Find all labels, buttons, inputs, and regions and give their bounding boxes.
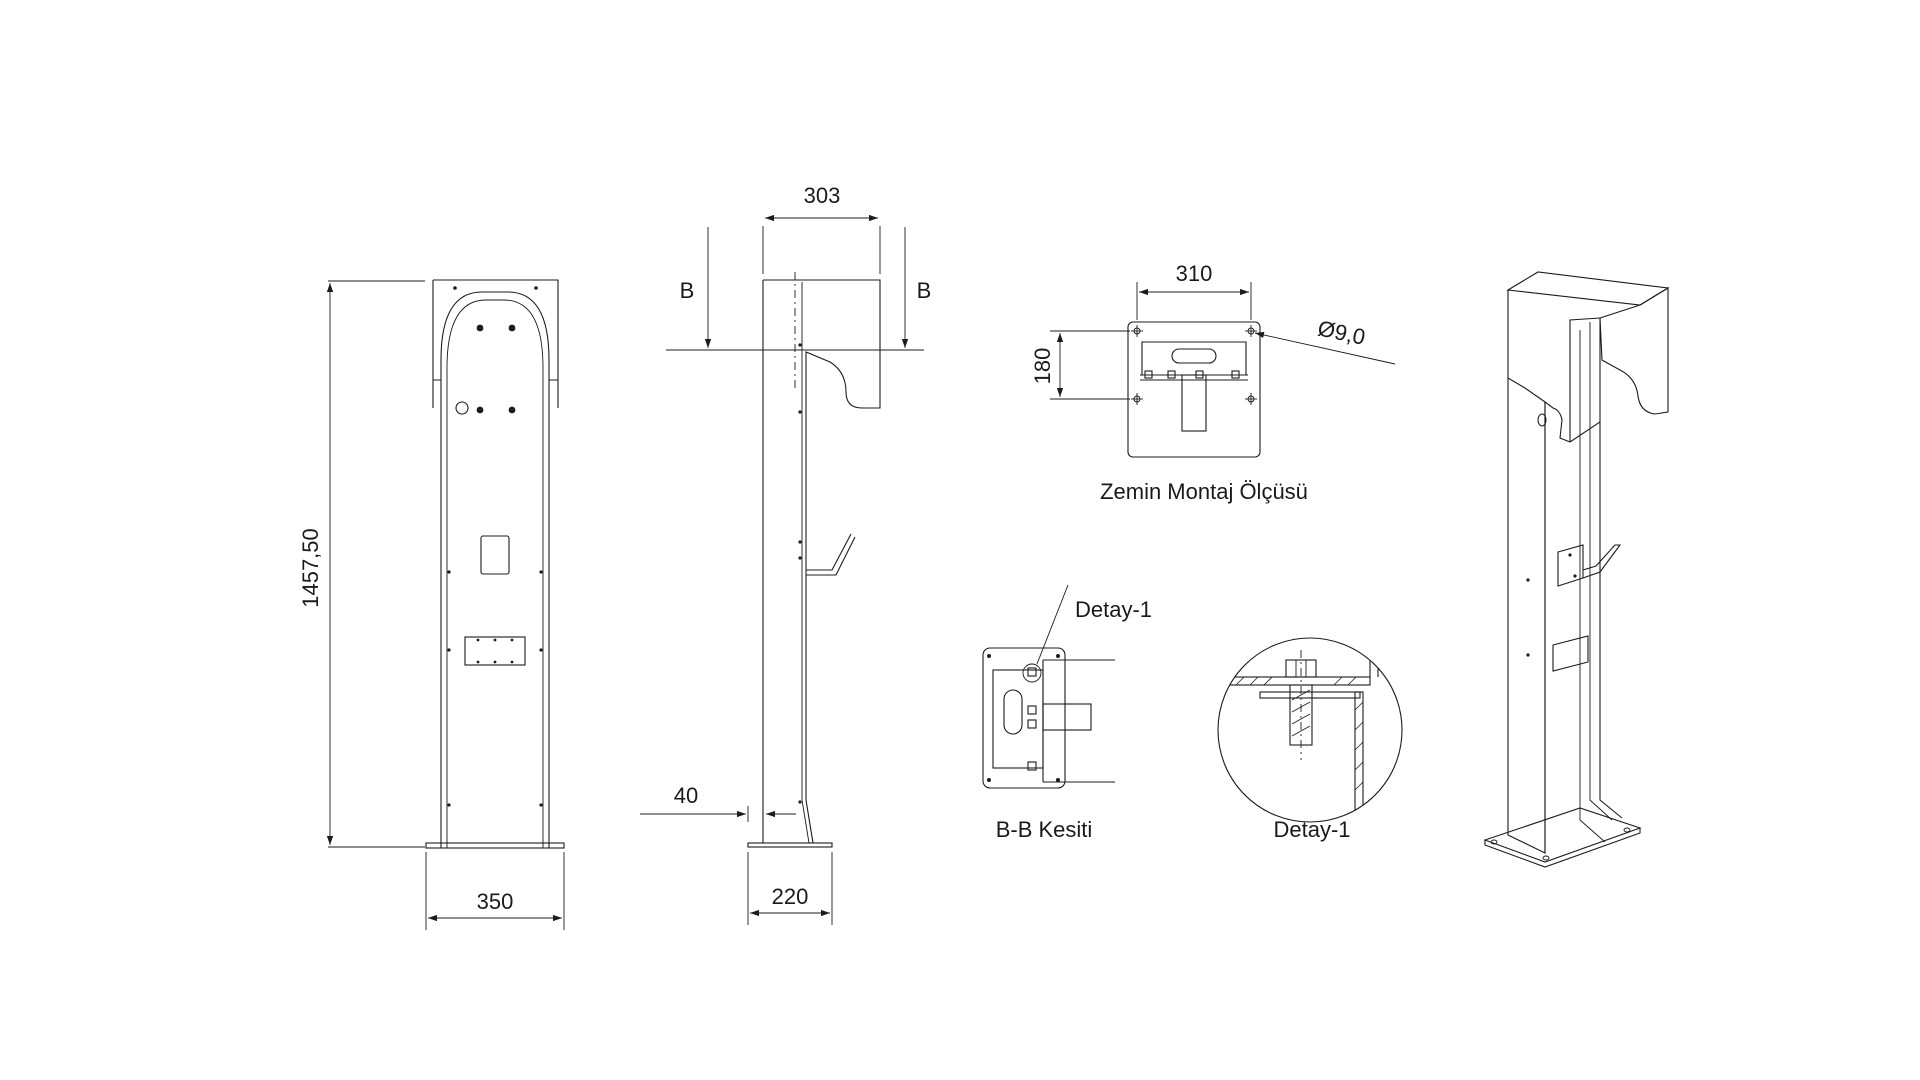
- side-offset-dimension: 40: [640, 783, 796, 822]
- front-height-dimension: 1457,50: [298, 280, 425, 848]
- side-top-width-dimension: 303: [762, 183, 881, 274]
- floor-width-dimension-label: 310: [1176, 261, 1213, 286]
- height-dimension-label: 1457,50: [298, 528, 323, 608]
- detail-1-view: [1217, 637, 1403, 823]
- section-bb-view: [982, 584, 1115, 789]
- section-marker-right-label: B: [917, 278, 932, 303]
- section-marker-right: B: [901, 227, 932, 348]
- side-view: [666, 272, 924, 848]
- base-width-dimension-label: 220: [772, 884, 809, 909]
- floor-depth-dimension-label: 180: [1030, 348, 1055, 385]
- front-view: [425, 279, 565, 849]
- hole-diameter-label: Ø9,0: [1316, 315, 1368, 349]
- floor-depth-dimension: 180: [1030, 330, 1130, 400]
- isometric-view: [1483, 271, 1670, 868]
- detail-1-caption: Detay-1: [1273, 817, 1350, 842]
- floor-mount-view: [1127, 321, 1261, 458]
- floor-mount-caption: Zemin Montaj Ölçüsü: [1100, 479, 1308, 504]
- width-dimension-label: 350: [477, 889, 514, 914]
- section-marker-left-label: B: [680, 278, 695, 303]
- section-marker-left: B: [680, 227, 712, 348]
- side-base-width-dimension: 220: [747, 852, 833, 925]
- top-width-dimension-label: 303: [804, 183, 841, 208]
- front-width-dimension: 350: [425, 852, 565, 930]
- hole-diameter-callout: Ø9,0: [1254, 315, 1396, 365]
- detail-callout-label: Detay-1: [1075, 597, 1152, 622]
- section-bb-caption: B-B Kesiti: [996, 817, 1093, 842]
- offset-dimension-label: 40: [674, 783, 698, 808]
- floor-width-dimension: 310: [1136, 261, 1252, 320]
